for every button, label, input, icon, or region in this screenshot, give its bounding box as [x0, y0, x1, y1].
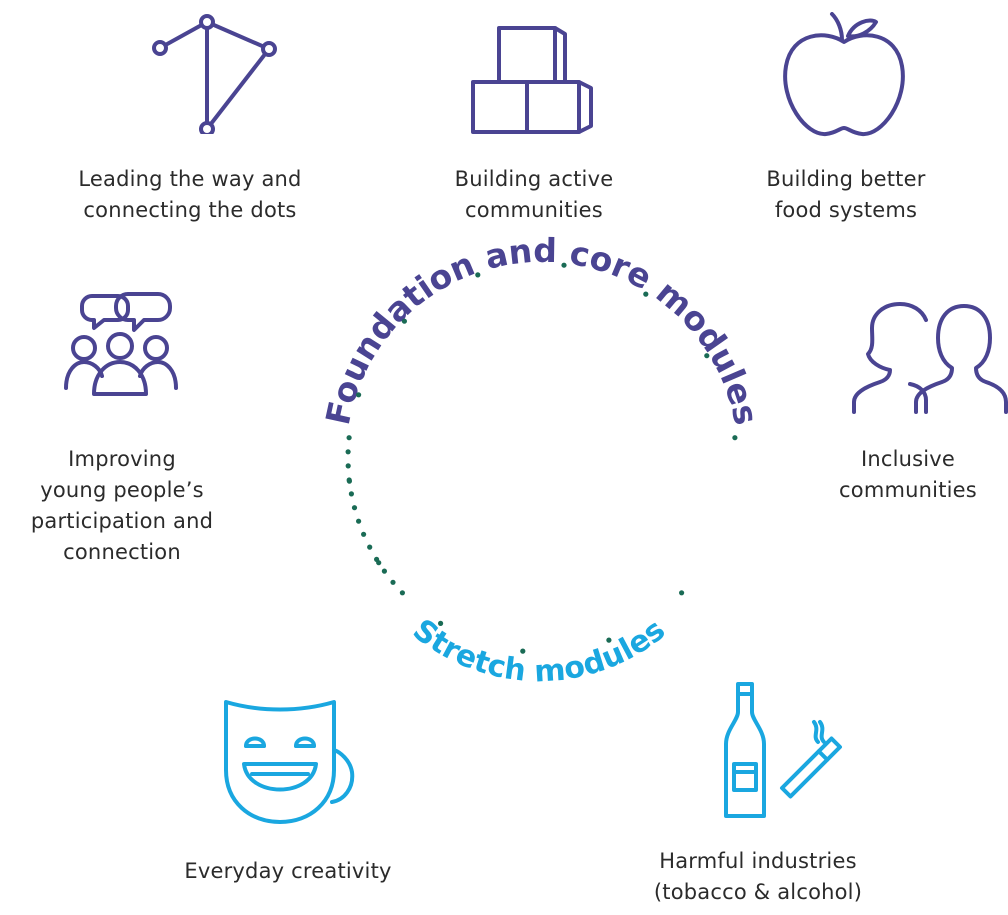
- ring-dot: [345, 463, 351, 469]
- ring-dot: [348, 491, 354, 497]
- ring-dot: [732, 435, 738, 441]
- module-label-active: Building active communities: [454, 167, 614, 222]
- module-label-inclusive: Inclusive communities: [839, 447, 977, 502]
- ring-dot: [381, 568, 387, 574]
- module-label-food: Building better food systems: [766, 167, 926, 222]
- module-label-creativity: Everyday creativity: [184, 859, 392, 883]
- ring-dot: [704, 353, 710, 359]
- constellation-icon: [152, 14, 277, 134]
- two-heads-icon: [852, 302, 1008, 414]
- module-label-harmful: Harmful industries (tobacco & alcohol): [653, 849, 863, 904]
- ring-dot: [606, 637, 612, 643]
- ring-dot: [345, 449, 351, 455]
- ring-dot: [561, 262, 567, 268]
- ring-dot: [376, 560, 382, 566]
- ring-dot: [475, 272, 481, 278]
- ring-dot: [351, 505, 358, 511]
- module-label-young: Improving young people’s participation a…: [30, 447, 214, 564]
- ring-dot: [401, 318, 407, 324]
- ring-dot: [367, 544, 373, 550]
- core-modules-heading: Foundation and core modules: [318, 231, 766, 428]
- module-label-leading: Leading the way and connecting the dots: [78, 167, 302, 222]
- ring-dot: [679, 590, 685, 596]
- ring-dot: [356, 392, 362, 398]
- ring-dot: [520, 648, 526, 654]
- ring-dot: [346, 478, 352, 484]
- ring-dot: [356, 518, 362, 524]
- apple-icon: [783, 12, 905, 136]
- ring-dot: [361, 531, 367, 537]
- dotted-arc: [345, 262, 738, 654]
- theatre-mask-icon: [224, 700, 355, 824]
- ring-dot: [438, 620, 444, 627]
- ring-dot: [346, 435, 352, 441]
- stretch-modules-heading: Stretch modules: [406, 612, 672, 689]
- ring-dot: [643, 291, 649, 297]
- blocks-icon: [471, 26, 593, 134]
- ring-dot: [390, 579, 396, 585]
- people-chat-icon: [64, 292, 178, 396]
- ring-dot: [399, 590, 405, 596]
- bottle-cigarette-icon: [724, 682, 842, 818]
